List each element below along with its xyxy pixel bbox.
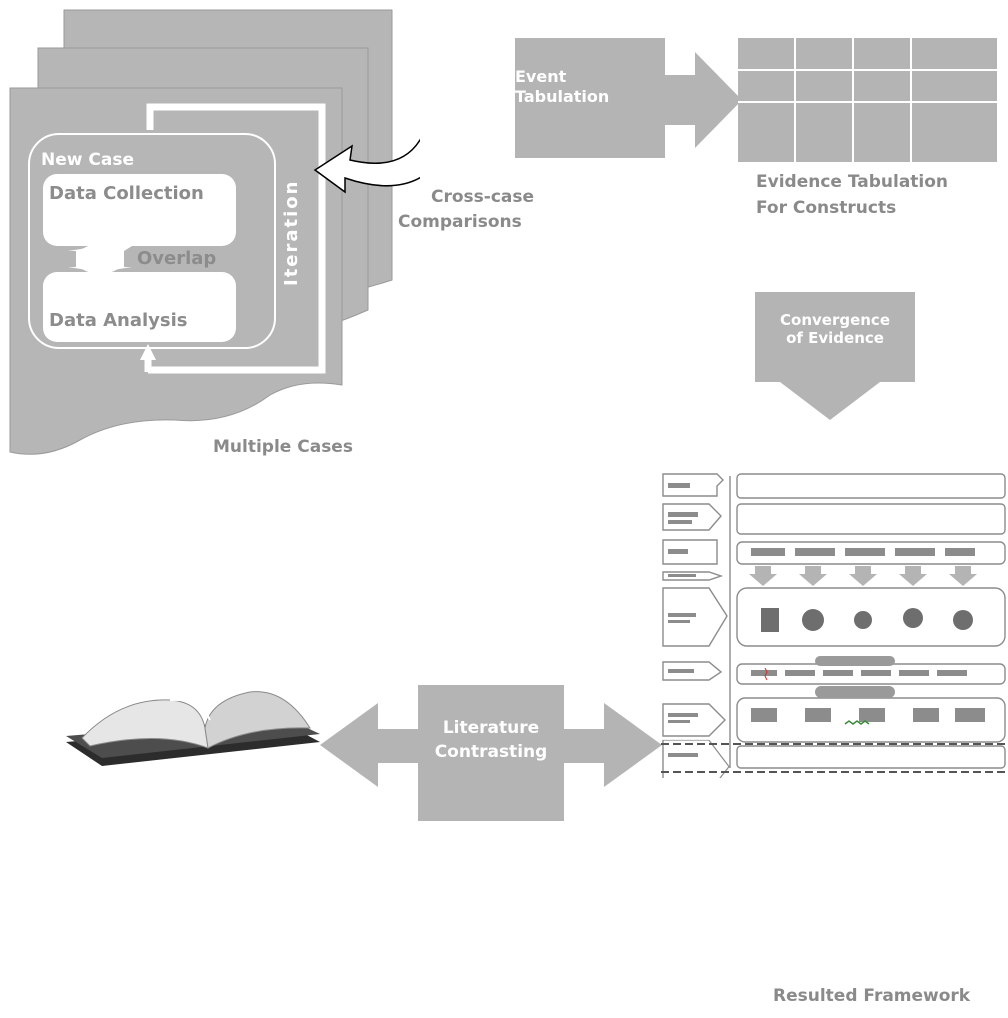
multiple-cases-diagram <box>9 9 420 455</box>
new-case-label: New Case <box>41 150 134 170</box>
resulted-framework-label: Resulted Framework <box>773 986 971 1006</box>
event-tabulation-diagram <box>515 38 997 162</box>
iteration-arrowhead <box>140 344 156 360</box>
event-tabulation-arrow <box>665 52 742 148</box>
book-icon <box>66 691 320 766</box>
data-analysis-label: Data Analysis <box>49 310 188 331</box>
event-tabulation-label-1: Event <box>515 67 567 86</box>
event-tabulation-label-2: Tabulation <box>515 87 610 106</box>
iteration-label: Iteration <box>281 179 302 287</box>
literature-contrasting-arrow <box>320 685 662 821</box>
data-analysis-box <box>43 272 236 342</box>
data-collection-label: Data Collection <box>49 183 204 204</box>
literature-label-1: Literature <box>442 718 540 738</box>
new-case-frame <box>28 133 276 349</box>
cross-case-label-2: Comparisons <box>398 212 522 232</box>
evidence-table-grid <box>738 38 997 162</box>
convergence-label-2: of Evidence <box>786 329 884 347</box>
convergence-label-1: Convergence <box>780 311 890 329</box>
cross-case-label-1: Cross-case <box>431 187 535 207</box>
event-tabulation-box <box>515 38 665 158</box>
convergence-arrow <box>755 292 915 420</box>
resulted-framework-thumbnail <box>661 473 1006 778</box>
literature-label-2: Contrasting <box>434 742 548 762</box>
overlap-double-arrow <box>68 246 132 272</box>
multiple-cases-label: Multiple Cases <box>213 437 353 457</box>
overlap-label: Overlap <box>137 248 217 269</box>
iteration-loop <box>146 103 326 374</box>
data-collection-box <box>43 174 236 246</box>
cross-case-arrow <box>313 138 420 194</box>
evidence-tabulation-label-1: Evidence Tabulation <box>756 172 949 192</box>
evidence-tabulation-label-2: For Constructs <box>756 198 897 218</box>
